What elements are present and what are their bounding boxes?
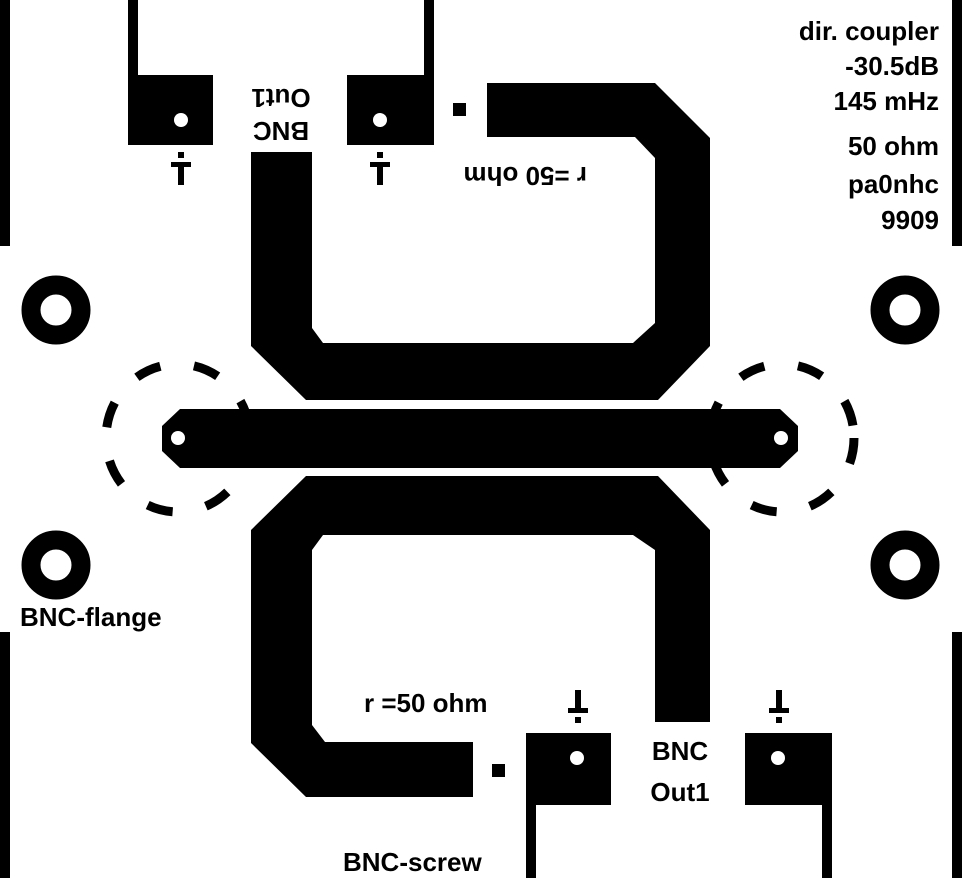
resistor-label-bottom: r =50 ohm [364,688,488,718]
info-line-1: dir. coupler [799,16,939,46]
info-block: dir. coupler -30.5dB 145 mHz 50 ohm pa0n… [799,16,939,235]
bnc-out-top-line1: BNC [253,116,310,146]
outline-top-left [0,0,10,246]
bnc-top-ground-pad-right [347,75,434,145]
bnc-out-bottom-line2: Out1 [650,777,709,807]
info-line-4: 50 ohm [848,131,939,161]
bnc-flange-mounting-holes [21,275,940,600]
bnc-screw-top-right-lead [424,0,434,75]
bnc-screw-bottom-right-lead [822,805,832,878]
main-line-hole-right [774,431,788,445]
bnc-flange-label: BNC-flange [20,602,162,632]
outline-bottom-right [952,632,962,878]
bnc-bottom-ground-pad-right [745,733,832,805]
mounting-hole-bottom-right [870,530,940,600]
ground-symbol-icon [568,690,588,723]
outline-top-right [952,0,962,246]
keepout-ring-left [101,359,255,517]
mounting-hole-top-right [870,275,940,345]
info-line-3: 145 mHz [834,86,940,116]
bnc-screw-bottom-left-lead [526,805,536,878]
mounting-hole-bottom-left [21,530,91,600]
info-line-5: pa0nhc [848,169,939,199]
resistor-label-top: r =50 ohm [463,161,587,191]
main-through-line [162,409,798,468]
coupled-line-top [251,83,710,400]
bnc-screw-label: BNC-screw [343,847,482,877]
info-line-6: 9909 [881,205,939,235]
bnc-bottom-ground-hole-right [771,751,785,765]
coupled-line-bottom [251,476,710,797]
bnc-top-ground-hole-right [373,113,387,127]
bnc-screw-bottom [492,690,832,878]
resistor-pad-top [453,103,466,116]
outline-bottom-left [0,632,10,878]
main-line-hole-left [171,431,185,445]
bnc-screw-top-left-lead [128,0,138,75]
mounting-hole-top-left [21,275,91,345]
bnc-top-ground-pad-left [128,75,213,145]
ground-symbol-icon [171,152,191,185]
bnc-out-bottom-line1: BNC [652,736,709,766]
bnc-bottom-ground-hole-left [570,751,584,765]
bnc-top-ground-hole-left [174,113,188,127]
bnc-screw-top [128,0,466,185]
bnc-out-top-line2: Out1 [251,83,310,113]
keepout-ring-right [705,359,859,517]
bnc-bottom-ground-pad-left [526,733,611,805]
ground-symbol-icon [769,690,789,723]
resistor-pad-bottom [492,764,505,777]
ground-symbol-icon [370,152,390,185]
info-line-2: -30.5dB [845,51,939,81]
mirrored-labels-top: BNC Out1 r =50 ohm [251,83,587,191]
